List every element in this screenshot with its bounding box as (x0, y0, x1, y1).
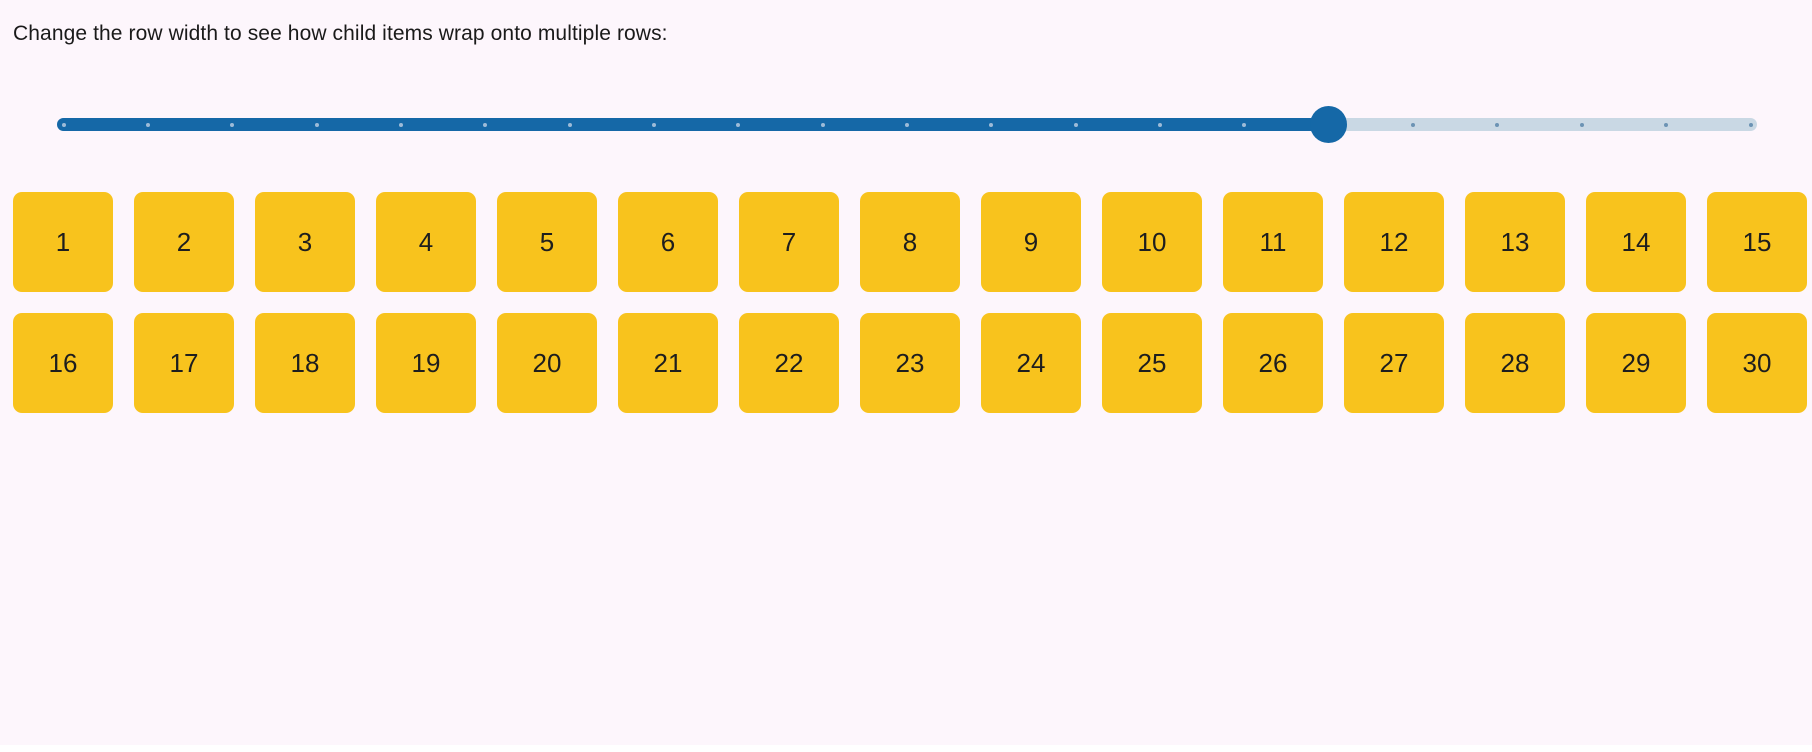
item-box[interactable]: 11 (1223, 192, 1323, 292)
item-box[interactable]: 7 (739, 192, 839, 292)
item-box[interactable]: 3 (255, 192, 355, 292)
slider-tick (1748, 122, 1753, 127)
item-box[interactable]: 4 (376, 192, 476, 292)
item-box[interactable]: 23 (860, 313, 960, 413)
slider-tick (736, 122, 741, 127)
item-box[interactable]: 26 (1223, 313, 1323, 413)
slider-tick (989, 122, 994, 127)
item-box[interactable]: 14 (1586, 192, 1686, 292)
slider-tick (1242, 122, 1247, 127)
slider-tick (567, 122, 572, 127)
slider-tick (314, 122, 319, 127)
slider-tick (1579, 122, 1584, 127)
item-box[interactable]: 30 (1707, 313, 1807, 413)
item-box[interactable]: 6 (618, 192, 718, 292)
slider-tick (1495, 122, 1500, 127)
item-box[interactable]: 24 (981, 313, 1081, 413)
slider-tick (1664, 122, 1669, 127)
item-box[interactable]: 19 (376, 313, 476, 413)
slider-tick (398, 122, 403, 127)
item-box[interactable]: 18 (255, 313, 355, 413)
slider-tick (1411, 122, 1416, 127)
slider-tick (905, 122, 909, 127)
item-box[interactable]: 13 (1465, 192, 1565, 292)
slider-tick (1158, 122, 1163, 127)
item-box[interactable]: 2 (134, 192, 234, 292)
slider-tick (1073, 122, 1078, 127)
item-box[interactable]: 10 (1102, 192, 1202, 292)
item-box[interactable]: 8 (860, 192, 960, 292)
item-box[interactable]: 15 (1707, 192, 1807, 292)
item-box[interactable]: 16 (13, 313, 113, 413)
slider-tick (145, 122, 150, 127)
item-box[interactable]: 29 (1586, 313, 1686, 413)
item-box[interactable]: 22 (739, 313, 839, 413)
slider-tick (820, 122, 825, 127)
row-width-slider[interactable] (57, 106, 1757, 143)
item-box[interactable]: 9 (981, 192, 1081, 292)
bottom-strip (0, 745, 1812, 752)
slider-thumb[interactable] (1310, 106, 1348, 143)
slider-tick (651, 122, 656, 127)
slider-tick (61, 122, 66, 127)
item-box[interactable]: 21 (618, 313, 718, 413)
instruction-text: Change the row width to see how child it… (13, 22, 668, 45)
item-box[interactable]: 25 (1102, 313, 1202, 413)
item-box[interactable]: 27 (1344, 313, 1444, 413)
item-box[interactable]: 17 (134, 313, 234, 413)
slider-tick (483, 122, 488, 127)
item-box[interactable]: 1 (13, 192, 113, 292)
item-box[interactable]: 12 (1344, 192, 1444, 292)
item-box[interactable]: 5 (497, 192, 597, 292)
slider-track-fill (57, 118, 1336, 131)
item-box[interactable]: 28 (1465, 313, 1565, 413)
slider-tick (230, 122, 235, 127)
item-box[interactable]: 20 (497, 313, 597, 413)
